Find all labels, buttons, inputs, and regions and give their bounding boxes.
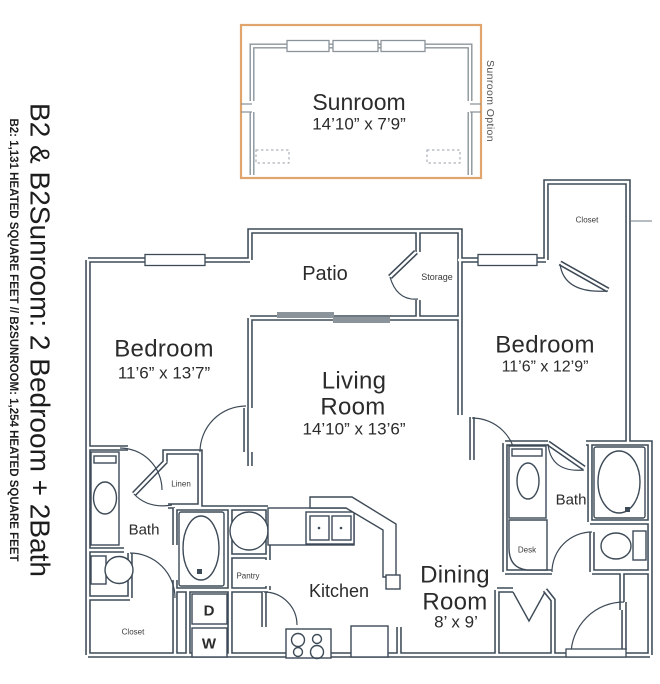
- bedroom-left-label: Bedroom: [114, 336, 213, 363]
- living-room-label-2: Room: [320, 394, 385, 421]
- patio-sliding-door: [277, 312, 390, 323]
- plan-subtitle: B2: 1,131 HEATED SQUARE FEET // B2SUNROO…: [7, 118, 19, 561]
- desk-counter: [508, 519, 548, 571]
- sunroom-walls: [241, 39, 652, 222]
- dryer: [191, 593, 228, 625]
- sunroom-option-label: Sunroom Option: [484, 60, 496, 142]
- bar-post: [385, 574, 401, 590]
- bath-right-label: Bath: [556, 492, 587, 509]
- washer-label: W: [202, 636, 217, 653]
- bath-right-fixtures: [508, 445, 647, 658]
- sunroom-dims: 14’10” x 7’9”: [312, 115, 406, 134]
- bathtub-drain: [625, 507, 630, 512]
- laundry-fixtures: [191, 593, 228, 658]
- sunroom-window: [332, 39, 379, 53]
- toilet-bowl: [104, 555, 134, 585]
- sink-basin: [92, 481, 118, 515]
- vanity-ledge: [511, 448, 543, 457]
- bedroom-right-window: [477, 253, 538, 267]
- bedroom-left-window: [144, 253, 206, 267]
- storage-label: Storage: [421, 272, 453, 282]
- bedroom-right-label: Bedroom: [495, 332, 594, 359]
- dining-room-label-2: Room: [422, 589, 487, 616]
- closet-bottom-left-label: Closet: [122, 628, 145, 637]
- refrigerator: [350, 625, 389, 658]
- sunroom-footing: [255, 149, 290, 164]
- bath-left-fixtures: [90, 451, 269, 587]
- kitchen-fixtures: [267, 496, 401, 660]
- water-heater: [229, 511, 269, 551]
- toilet-tank: [90, 555, 107, 585]
- bedroom-right-dims: 11’6” x 12’9”: [502, 359, 589, 376]
- dryer-label: D: [204, 603, 215, 620]
- closet-top-right-label: Closet: [576, 216, 599, 225]
- sunroom-window: [286, 39, 330, 53]
- windows: [144, 253, 538, 267]
- vanity-ledge: [93, 455, 117, 464]
- living-room-label-1: Living: [322, 368, 387, 395]
- door-arcs: [119, 263, 625, 656]
- dining-room-dims: 8’ x 9’: [434, 613, 478, 632]
- desk-label: Desk: [518, 546, 537, 555]
- toilet-bowl: [600, 532, 632, 560]
- washer: [191, 627, 228, 658]
- pantry-label: Pantry: [236, 572, 259, 581]
- plan-title: B2 & B2Sunroom: 2 Bedroom + 2Bath: [25, 103, 56, 577]
- sunroom-footing: [426, 149, 461, 164]
- kitchen-label: Kitchen: [309, 581, 369, 601]
- living-room-dims: 14’10” x 13’6”: [302, 420, 405, 439]
- sunroom-window: [380, 39, 426, 53]
- bathtub-basin: [597, 450, 641, 514]
- bedroom-left-dims: 11’6” x 13’7”: [118, 364, 211, 383]
- sunroom-label: Sunroom: [312, 89, 405, 115]
- sink-basin: [516, 462, 540, 500]
- entry-threshold: [565, 648, 627, 658]
- room-labels: Sunroom 14’10” x 7’9” Patio Storage Bedr…: [114, 89, 599, 653]
- bath-left-label: Bath: [129, 522, 160, 539]
- linen-label: Linen: [171, 480, 191, 489]
- plan-titles: B2 & B2Sunroom: 2 Bedroom + 2Bath B2: 1,…: [7, 103, 56, 577]
- dining-room-label-1: Dining: [420, 562, 490, 589]
- bathtub-basin: [182, 515, 220, 581]
- bathtub-drain: [197, 569, 202, 574]
- patio-label: Patio: [302, 263, 348, 285]
- toilet-tank: [632, 530, 647, 561]
